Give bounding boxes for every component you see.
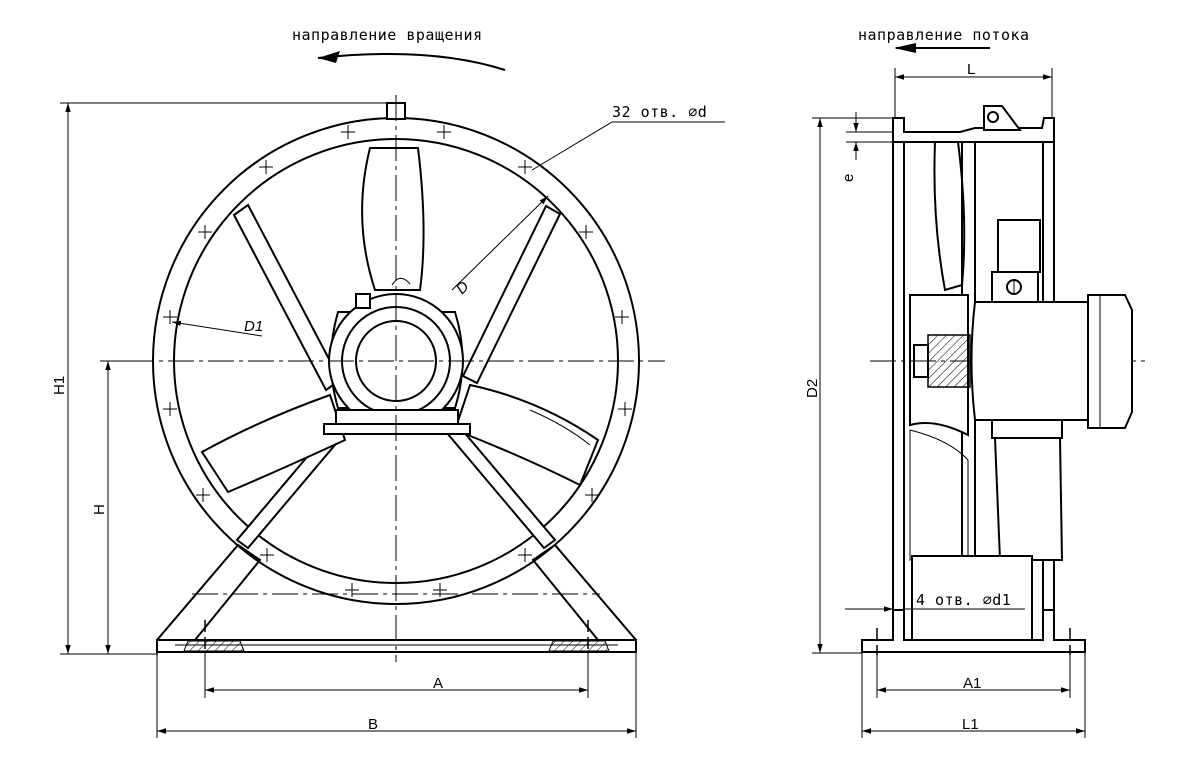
flow-direction-label: направление потока	[858, 26, 1030, 44]
diameter-label: D	[453, 278, 473, 298]
stand	[156, 543, 637, 653]
base-outer-label: B	[368, 716, 378, 733]
flow-arrow-head	[894, 43, 916, 53]
flange-dimension	[846, 112, 893, 160]
mounting-holes	[163, 125, 632, 597]
side-base-inner-dimension	[876, 652, 1071, 698]
height-total-dimension	[60, 102, 390, 655]
base-holes-label: 4 отв. ⌀d1	[916, 591, 1011, 609]
rotation-direction-label: направление вращения	[292, 26, 483, 44]
holes-leader	[531, 121, 725, 171]
height-axis-dimension	[100, 360, 140, 654]
side-base	[861, 555, 1086, 655]
side-view: направление потока L e	[804, 26, 1145, 738]
impeller-blades	[200, 147, 600, 494]
inner-diameter-label: D1	[244, 318, 263, 335]
side-blade	[933, 141, 966, 292]
rotation-arrow	[317, 53, 506, 71]
side-motor	[970, 219, 1133, 561]
side-base-outer-label: L1	[962, 716, 979, 733]
side-base-inner-label: A1	[963, 675, 981, 692]
length-label: L	[967, 61, 975, 78]
height-total-label: H1	[51, 376, 68, 395]
holes-label: 32 отв. ⌀d	[612, 103, 707, 121]
diameter-leader	[451, 195, 549, 291]
base-outer-dimension	[156, 652, 637, 738]
struts	[232, 203, 562, 550]
base-inner-label: A	[433, 675, 443, 692]
base-inner-dimension	[204, 652, 589, 698]
front-view: направление вращения	[51, 26, 725, 738]
side-height-dimension	[812, 117, 893, 654]
height-axis-label: H	[91, 504, 108, 515]
inner-diameter-leader	[171, 320, 263, 337]
side-height-label: D2	[804, 379, 821, 398]
flange-label: e	[840, 174, 857, 182]
side-base-outer-dimension	[861, 652, 1086, 738]
rotation-arrow-head	[318, 51, 340, 63]
shaft-section	[870, 334, 1145, 388]
motor	[323, 293, 471, 435]
